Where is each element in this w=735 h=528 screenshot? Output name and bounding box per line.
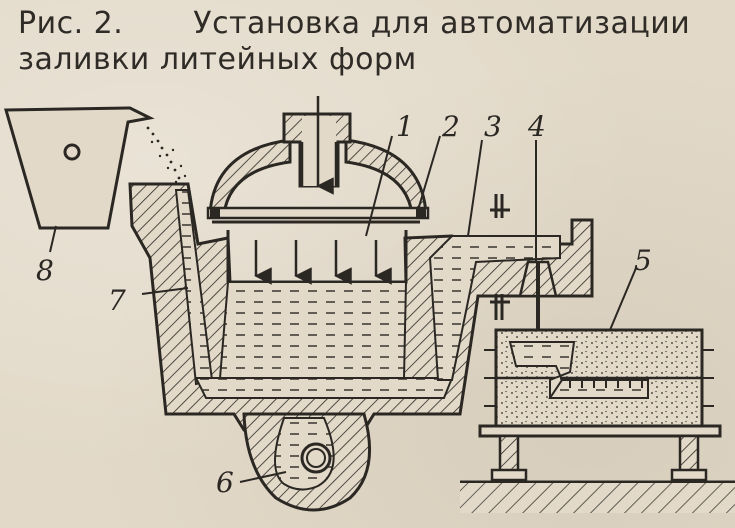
metal-stream	[146, 126, 187, 184]
furnace-body	[128, 182, 594, 432]
ground	[460, 480, 735, 513]
caption-line-1: Рис. 2. Установка для автоматизации	[18, 6, 728, 42]
label-5: 5	[634, 244, 652, 277]
stopper-4	[490, 194, 558, 340]
label-6: 6	[216, 466, 234, 499]
leader-lines	[49, 135, 637, 483]
label-8: 8	[36, 254, 54, 287]
caption-line-2: заливки литейных форм	[18, 42, 417, 77]
figure-caption: Рис. 2. Установка для автоматизации залив…	[18, 6, 728, 78]
label-7: 7	[108, 284, 126, 317]
caption-title-1: Установка для автоматизации	[193, 6, 691, 41]
figure-number: Рис. 2.	[18, 6, 124, 41]
inductor-6	[242, 412, 371, 512]
dome-lid-2	[206, 96, 430, 220]
label-3: 3	[484, 110, 502, 143]
pressure-arrows	[254, 240, 392, 285]
label-4: 4	[527, 110, 546, 143]
mold-5	[478, 328, 722, 482]
label-1: 1	[396, 110, 414, 143]
ladle-8	[4, 106, 155, 230]
label-2: 2	[441, 110, 460, 143]
